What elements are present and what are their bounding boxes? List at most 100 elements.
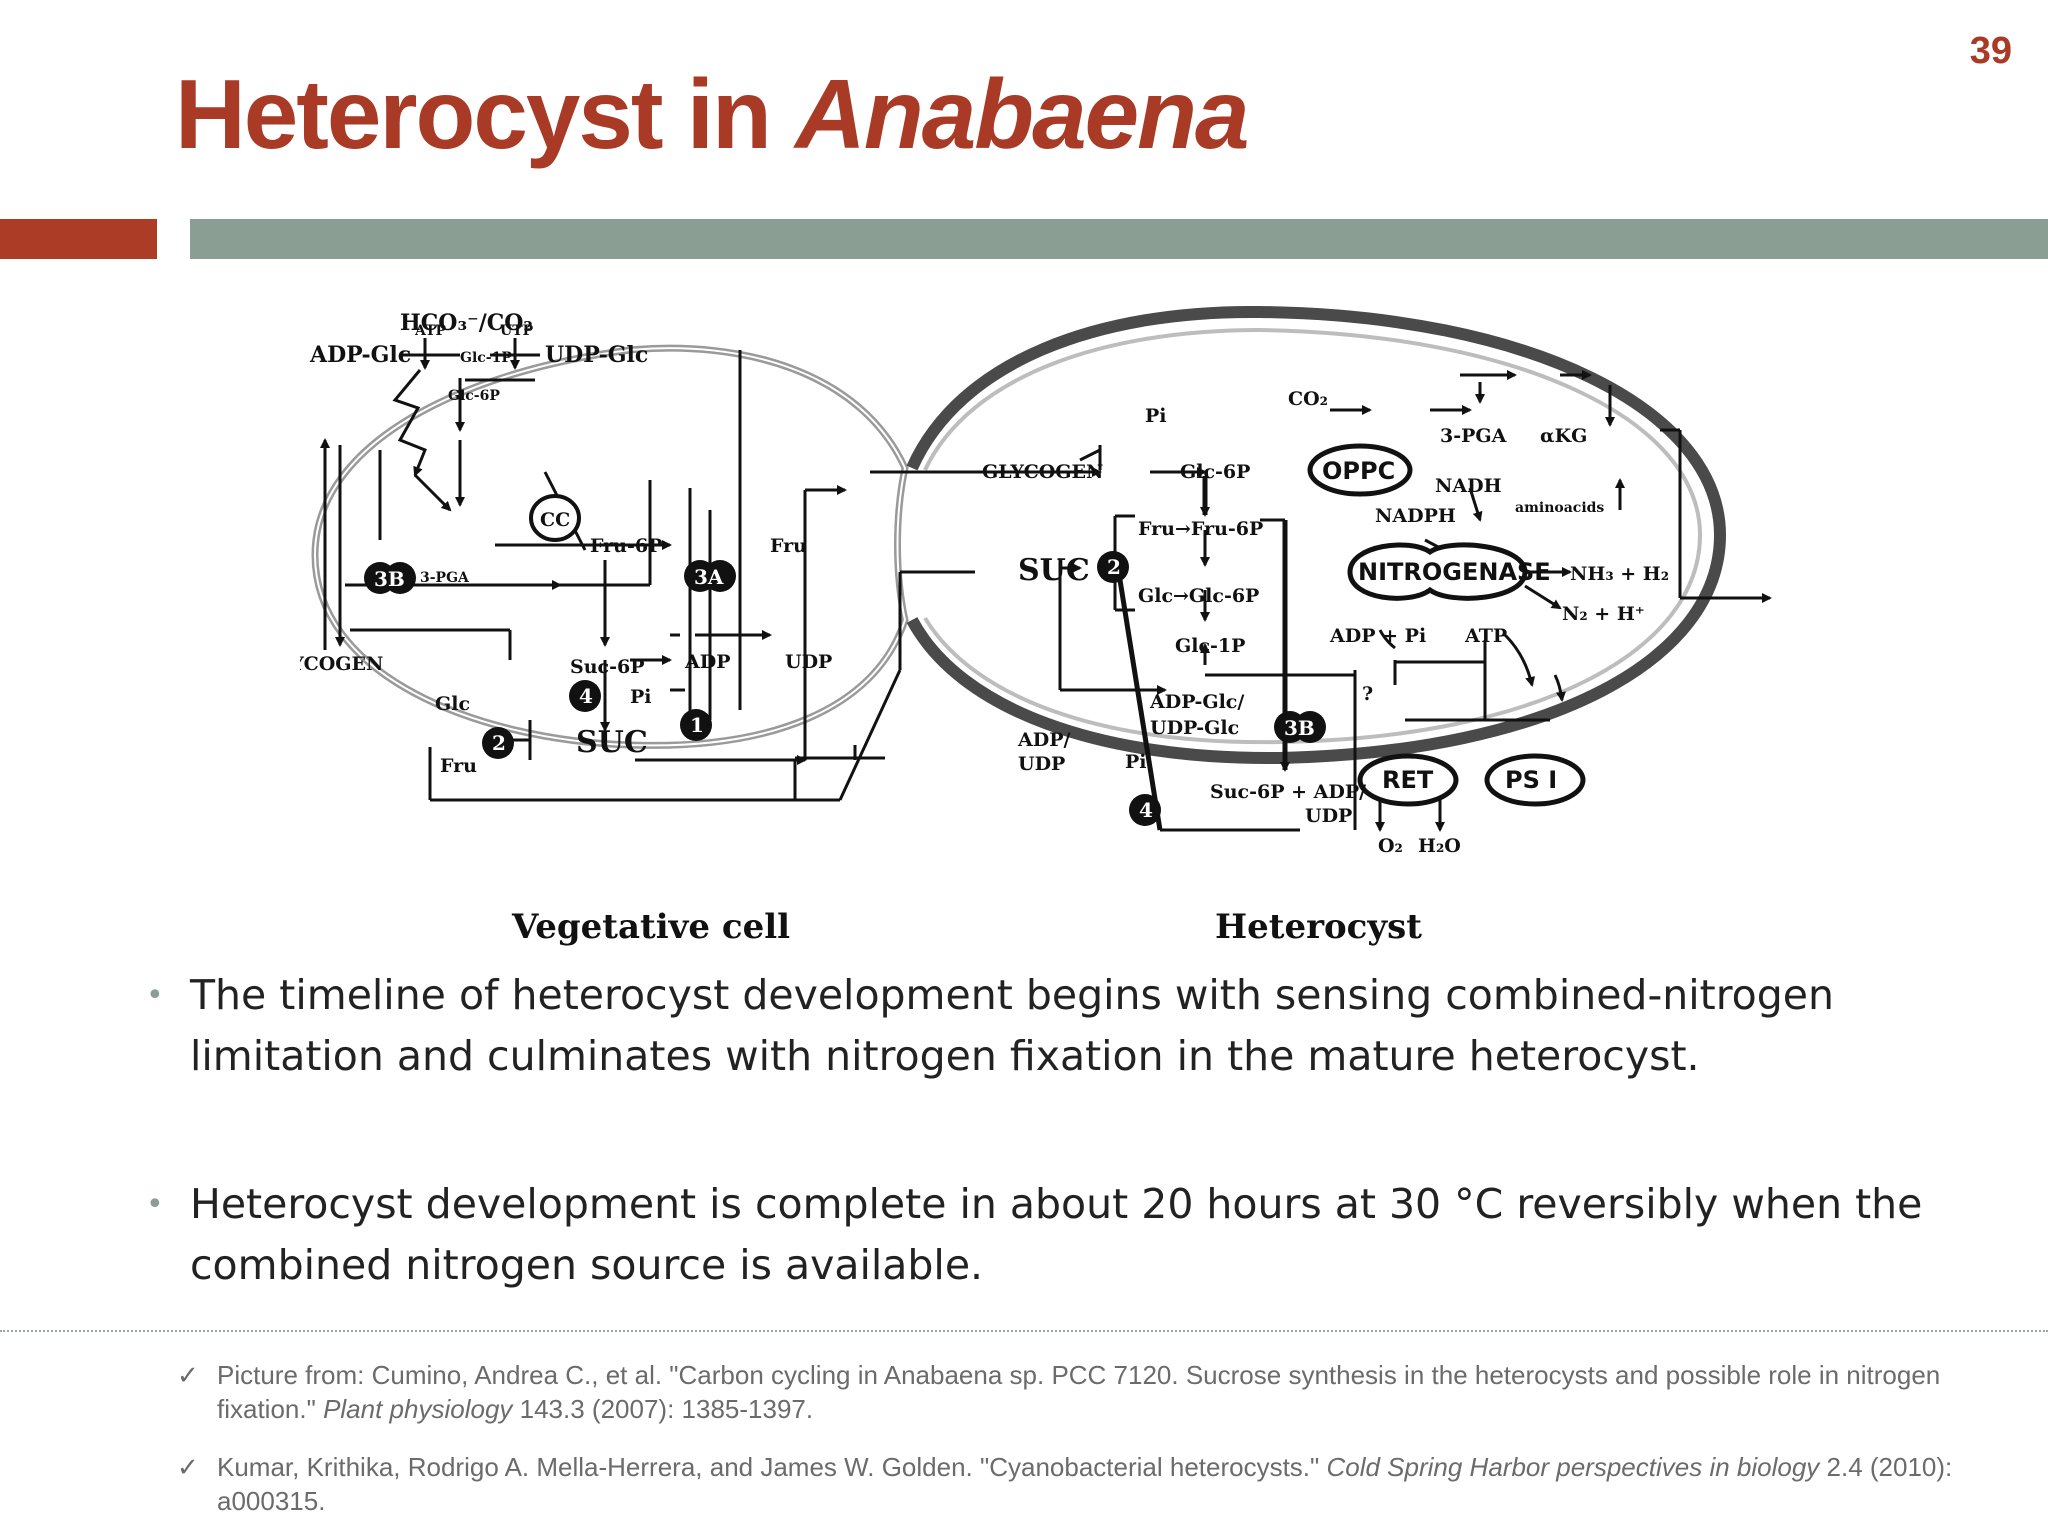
label-3pga-het: 3-PGA <box>1440 425 1507 447</box>
label-fru-line-het: Fru→Fru-6P <box>1138 518 1263 540</box>
caption-heterocyst: Heterocyst <box>1215 907 1422 947</box>
heterocyst-outline-outer <box>906 305 1727 765</box>
reference-journal: Plant physiology <box>323 1394 513 1424</box>
label-o2-het: O₂ <box>1378 835 1403 857</box>
bullet-list: • The timeline of heterocyst development … <box>140 965 2020 1296</box>
bullet-text: Heterocyst development is complete in ab… <box>190 1180 1923 1289</box>
vegetative-cell-inner <box>313 347 907 747</box>
label-suc-veg: SUC <box>576 725 648 760</box>
label-nitrogenase: NITROGENASE <box>1358 558 1551 586</box>
bullet-dot: • <box>146 978 164 1013</box>
label-glc-veg: Glc <box>435 693 470 715</box>
ret-shape <box>1357 753 1459 807</box>
label-oppc: OPPC <box>1322 457 1395 485</box>
label-glycogen-veg: GLYCOGEN <box>300 653 383 675</box>
label-aminoacids-het: aminoacids <box>1515 500 1604 516</box>
label-atp-het: ATP <box>1464 625 1507 647</box>
label-adp-veg: ADP <box>684 651 731 673</box>
title-divider-bar <box>190 219 2048 259</box>
badge-3b-veg-b <box>384 562 416 594</box>
bullet-text: The timeline of heterocyst development b… <box>190 971 1834 1080</box>
title-accent-bar <box>0 219 157 259</box>
label-badge-4-het: 4 <box>1139 798 1153 822</box>
label-nh3-het: NH₃ + H₂ <box>1570 563 1669 585</box>
slide-title-italic: Anabaena <box>795 59 1249 169</box>
label-badge-3a-veg: 3A <box>694 565 724 589</box>
reference-text: Kumar, Krithika, Rodrigo A. Mella-Herrer… <box>217 1452 1327 1482</box>
label-badge-2-veg: 2 <box>492 731 506 755</box>
label-h2o-het: H₂O <box>1418 835 1461 857</box>
label-suc-het: SUC <box>1018 553 1090 588</box>
label-glc-6p-veg: Glc-6P <box>448 388 500 404</box>
cc-shape <box>529 494 581 542</box>
slide-number: 39 <box>1969 30 2012 72</box>
label-suc6p-het: Suc-6P + ADP/ <box>1210 781 1366 803</box>
label-udp-glc-veg: UDP-Glc <box>545 342 648 368</box>
label-utp-veg: UTP <box>500 323 534 339</box>
label-adp-glc-het: ADP-Glc/ <box>1149 691 1244 713</box>
badge-4-het <box>1129 794 1161 826</box>
slide-title: Heterocyst in Anabaena <box>175 58 1249 171</box>
label-pi-veg: Pi <box>630 686 652 708</box>
label-udp-veg: UDP <box>785 651 832 673</box>
label-pi-het-top: Pi <box>1145 405 1167 427</box>
nitrogenase-shape <box>1347 542 1528 601</box>
label-badge-1-veg: 1 <box>690 713 704 737</box>
label-nadh-het: NADH <box>1435 475 1502 497</box>
reference-details: 143.3 (2007): 1385-1397. <box>512 1394 814 1424</box>
label-glc-1p-het: Glc-1P <box>1175 635 1245 657</box>
label-ret: RET <box>1382 766 1434 794</box>
reference-item: ✓ Picture from: Cumino, Andrea C., et al.… <box>175 1358 1955 1426</box>
label-udp-glc-het: UDP-Glc <box>1150 717 1239 739</box>
label-nadph-het: NADPH <box>1375 505 1456 527</box>
reference-details: 2.4 (2010): a000315. <box>217 1452 1953 1516</box>
bullet-dot: • <box>146 1187 164 1222</box>
reference-text: Picture from: Cumino, Andrea C., et al. … <box>217 1360 1941 1424</box>
carbon-cycling-diagram: HCO₃⁻/CO₂ ATP UTP ADP-Glc Glc-1P UDP-Glc… <box>300 305 1772 947</box>
ps1-shape <box>1484 753 1586 807</box>
label-badge-3b-het: 3B <box>1284 716 1315 740</box>
heterocyst-pathways <box>870 370 1772 832</box>
label-adp-udp-het-2: UDP <box>1018 753 1065 775</box>
label-glycogen-het: GLYCOGEN <box>982 461 1103 483</box>
label-atp-veg: ATP <box>414 323 447 339</box>
vegetative-pathways <box>320 338 975 802</box>
slide-title-text: Heterocyst in <box>175 59 796 169</box>
badge-2-veg <box>482 727 514 759</box>
reference-list: ✓ Picture from: Cumino, Andrea C., et al.… <box>175 1358 1955 1518</box>
reference-item: ✓ Kumar, Krithika, Rodrigo A. Mella-Herre… <box>175 1450 1955 1518</box>
badge-1-veg <box>680 709 712 741</box>
label-adp-udp-het-1: ADP/ <box>1017 729 1071 751</box>
label-co2-het: CO₂ <box>1288 388 1328 410</box>
badge-3b-het-b <box>1294 711 1326 743</box>
footer-divider <box>0 1330 2048 1332</box>
label-adp-pi-het: ADP + Pi <box>1329 625 1426 647</box>
label-suc6p-udp-het: UDP <box>1305 805 1352 827</box>
badge-2-het <box>1097 551 1129 583</box>
label-hco3: HCO₃⁻/CO₂ <box>400 310 533 336</box>
reference-journal: Cold Spring Harbor perspectives in biolo… <box>1326 1452 1820 1482</box>
heterocyst-outline-inner <box>923 327 1703 745</box>
label-glc-6p-het: Glc-6P <box>1180 461 1250 483</box>
label-fru2-veg: Fru <box>440 755 477 777</box>
label-badge-2-het: 2 <box>1107 555 1121 579</box>
bullet-item: • Heterocyst development is complete in a… <box>140 1174 2020 1296</box>
label-akg-het: αKG <box>1540 425 1587 447</box>
caption-vegetative-cell: Vegetative cell <box>511 907 790 947</box>
label-question-het: ? <box>1362 683 1373 705</box>
label-badge-4-veg: 4 <box>579 684 593 708</box>
label-badge-3b-veg: 3B <box>374 567 405 591</box>
label-fru-6p-veg: Fru-6P <box>590 535 662 557</box>
label-3pga-veg: 3-PGA <box>420 570 470 586</box>
checkmark-icon: ✓ <box>177 1452 199 1482</box>
label-ps1: PS I <box>1505 766 1557 794</box>
checkmark-icon: ✓ <box>177 1360 199 1390</box>
label-glc-line-het: Glc→Glc-6P <box>1138 585 1259 607</box>
oppc-shape <box>1307 443 1413 497</box>
badge-3a-veg-b <box>704 560 736 592</box>
badge-4-veg <box>569 680 601 712</box>
label-cc: CC <box>540 509 570 531</box>
bullet-item: • The timeline of heterocyst development … <box>140 965 2020 1087</box>
label-glc-1p-veg: Glc-1P <box>460 350 512 366</box>
label-fru-veg: Fru <box>770 535 807 557</box>
